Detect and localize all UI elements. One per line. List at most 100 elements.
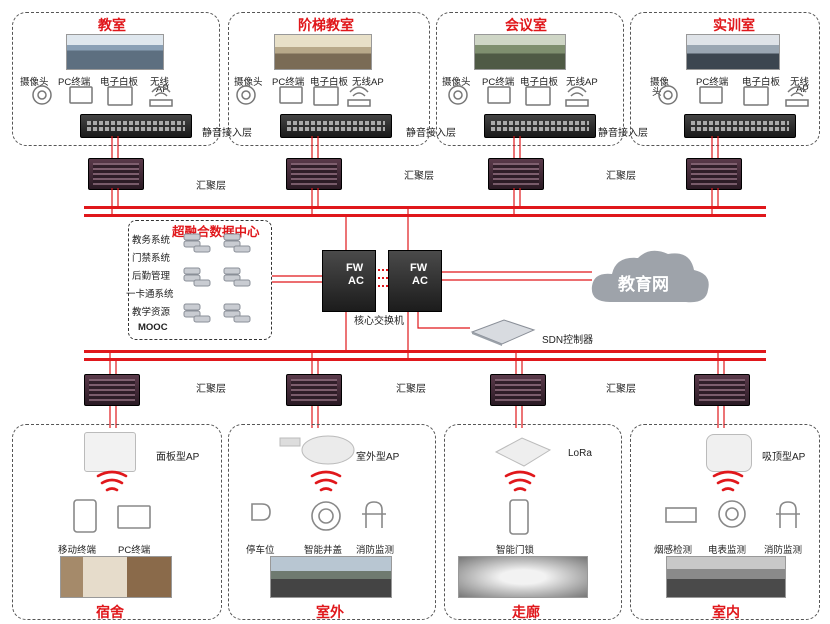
ac-label: AC (348, 275, 364, 287)
server-icon (183, 267, 211, 287)
aggregation-layer-label: 汇聚层 (396, 384, 426, 395)
device-label: 摄像 (650, 77, 670, 88)
zone-title: 宿舍 (96, 604, 124, 620)
access-switch (280, 114, 392, 138)
smart-lock-icon (509, 499, 529, 535)
bottom-backbone-bus (84, 350, 766, 353)
scene-photo (270, 556, 392, 598)
aggregation-switch (694, 374, 750, 406)
room-photo (686, 34, 780, 70)
scene-photo (60, 556, 172, 598)
whiteboard-icon (525, 86, 551, 106)
device-label: 电子白板 (100, 77, 139, 88)
smoke-detector-icon (665, 507, 697, 523)
device-label: 无线AP (566, 77, 598, 88)
pc-icon (699, 86, 723, 104)
core-switch (322, 250, 376, 312)
server-icon (183, 303, 211, 323)
zone-title: 室外 (316, 604, 344, 620)
access-switch (684, 114, 796, 138)
server-icon (223, 267, 251, 287)
camera-icon (448, 85, 468, 105)
aggregation-switch (88, 158, 144, 190)
device-label: 摄像头 (20, 77, 49, 88)
wireless-ap-icon (347, 86, 371, 107)
whiteboard-icon (743, 86, 769, 106)
device-label: 摄像头 (442, 77, 471, 88)
access-switch (80, 114, 192, 138)
aggregation-switch (84, 374, 140, 406)
ap-label: 吸顶型AP (762, 452, 806, 463)
aggregation-layer-label: 汇聚层 (404, 171, 434, 182)
panel-ap-icon (84, 432, 136, 472)
terminal-label: 移动终端 (58, 545, 97, 556)
aggregation-switch (686, 158, 742, 190)
parking-icon (251, 503, 271, 521)
bottom-backbone-bus (84, 358, 766, 361)
device-label: PC终端 (696, 77, 729, 88)
device-label: 无线 (790, 77, 810, 88)
pc-icon (279, 86, 303, 104)
device-label: PC终端 (272, 77, 305, 88)
terminal-label: 消防监测 (764, 545, 803, 556)
wireless-ap-icon (565, 86, 589, 107)
dc-system-label: 教学资源 (132, 307, 171, 318)
aggregation-switch (488, 158, 544, 190)
sdn-controller-icon (470, 319, 536, 346)
fire-hydrant-icon (362, 501, 386, 528)
server-icon (223, 233, 251, 253)
zone-lecture-hall (228, 12, 430, 146)
camera-icon (32, 85, 52, 105)
ac-label: AC (412, 275, 428, 287)
aggregation-switch (286, 158, 342, 190)
wifi-icon (310, 470, 342, 492)
device-label: 无线AP (352, 77, 384, 88)
device-label: 电子白板 (310, 77, 349, 88)
server-stack-icons (183, 233, 251, 323)
top-backbone-bus (84, 214, 766, 217)
device-label: 头 (652, 87, 662, 98)
device-label: 电子白板 (742, 77, 781, 88)
device-icons-top (32, 85, 809, 107)
zone-title: 会议室 (505, 17, 547, 33)
aggregation-switch (286, 374, 342, 406)
terminal-label: 智能井盖 (304, 545, 343, 556)
outdoor-ap-icon (279, 435, 355, 465)
dc-system-label: 一卡通系统 (126, 289, 174, 300)
zone-title: 教室 (98, 17, 126, 33)
aggregation-layer-label: 汇聚层 (606, 384, 636, 395)
wireless-ap-icon (785, 86, 809, 107)
zone-classroom (12, 12, 220, 146)
terminal-label: 停车位 (246, 545, 275, 556)
device-label: 电子白板 (520, 77, 559, 88)
lora-gateway-icon (494, 437, 552, 467)
wireless-ap-icon (149, 86, 173, 107)
access-layer-label: 静音接入层 (202, 128, 252, 139)
access-switch (484, 114, 596, 138)
wifi-icon (712, 470, 744, 492)
firewall-label: FW (410, 262, 428, 274)
manhole-icon (311, 501, 341, 531)
zone-title: 阶梯教室 (298, 17, 354, 33)
scene-photo (666, 556, 786, 598)
terminal-label: 电表监测 (708, 545, 747, 556)
device-label: PC终端 (482, 77, 515, 88)
device-label: 无线 (150, 77, 170, 88)
terminal-label: 智能门锁 (496, 545, 535, 556)
zone-title: 走廊 (512, 604, 540, 620)
dc-system-label: 后勤管理 (132, 271, 171, 282)
access-layer-label: 静音接入层 (406, 128, 456, 139)
ap-label: 室外型AP (356, 452, 400, 463)
aggregation-switch (490, 374, 546, 406)
sdn-label: SDN控制器 (542, 335, 594, 346)
ap-label: 面板型AP (156, 452, 200, 463)
device-label: PC终端 (58, 77, 91, 88)
zone-indoor (630, 424, 820, 620)
aggregation-layer-label: 汇聚层 (606, 171, 636, 182)
server-icon (183, 233, 211, 253)
device-label: 摄像头 (234, 77, 263, 88)
fire-hydrant-icon (776, 501, 800, 528)
zone-title: 实训室 (713, 17, 755, 33)
zone-dormitory (12, 424, 222, 620)
zone-outdoor (228, 424, 436, 620)
